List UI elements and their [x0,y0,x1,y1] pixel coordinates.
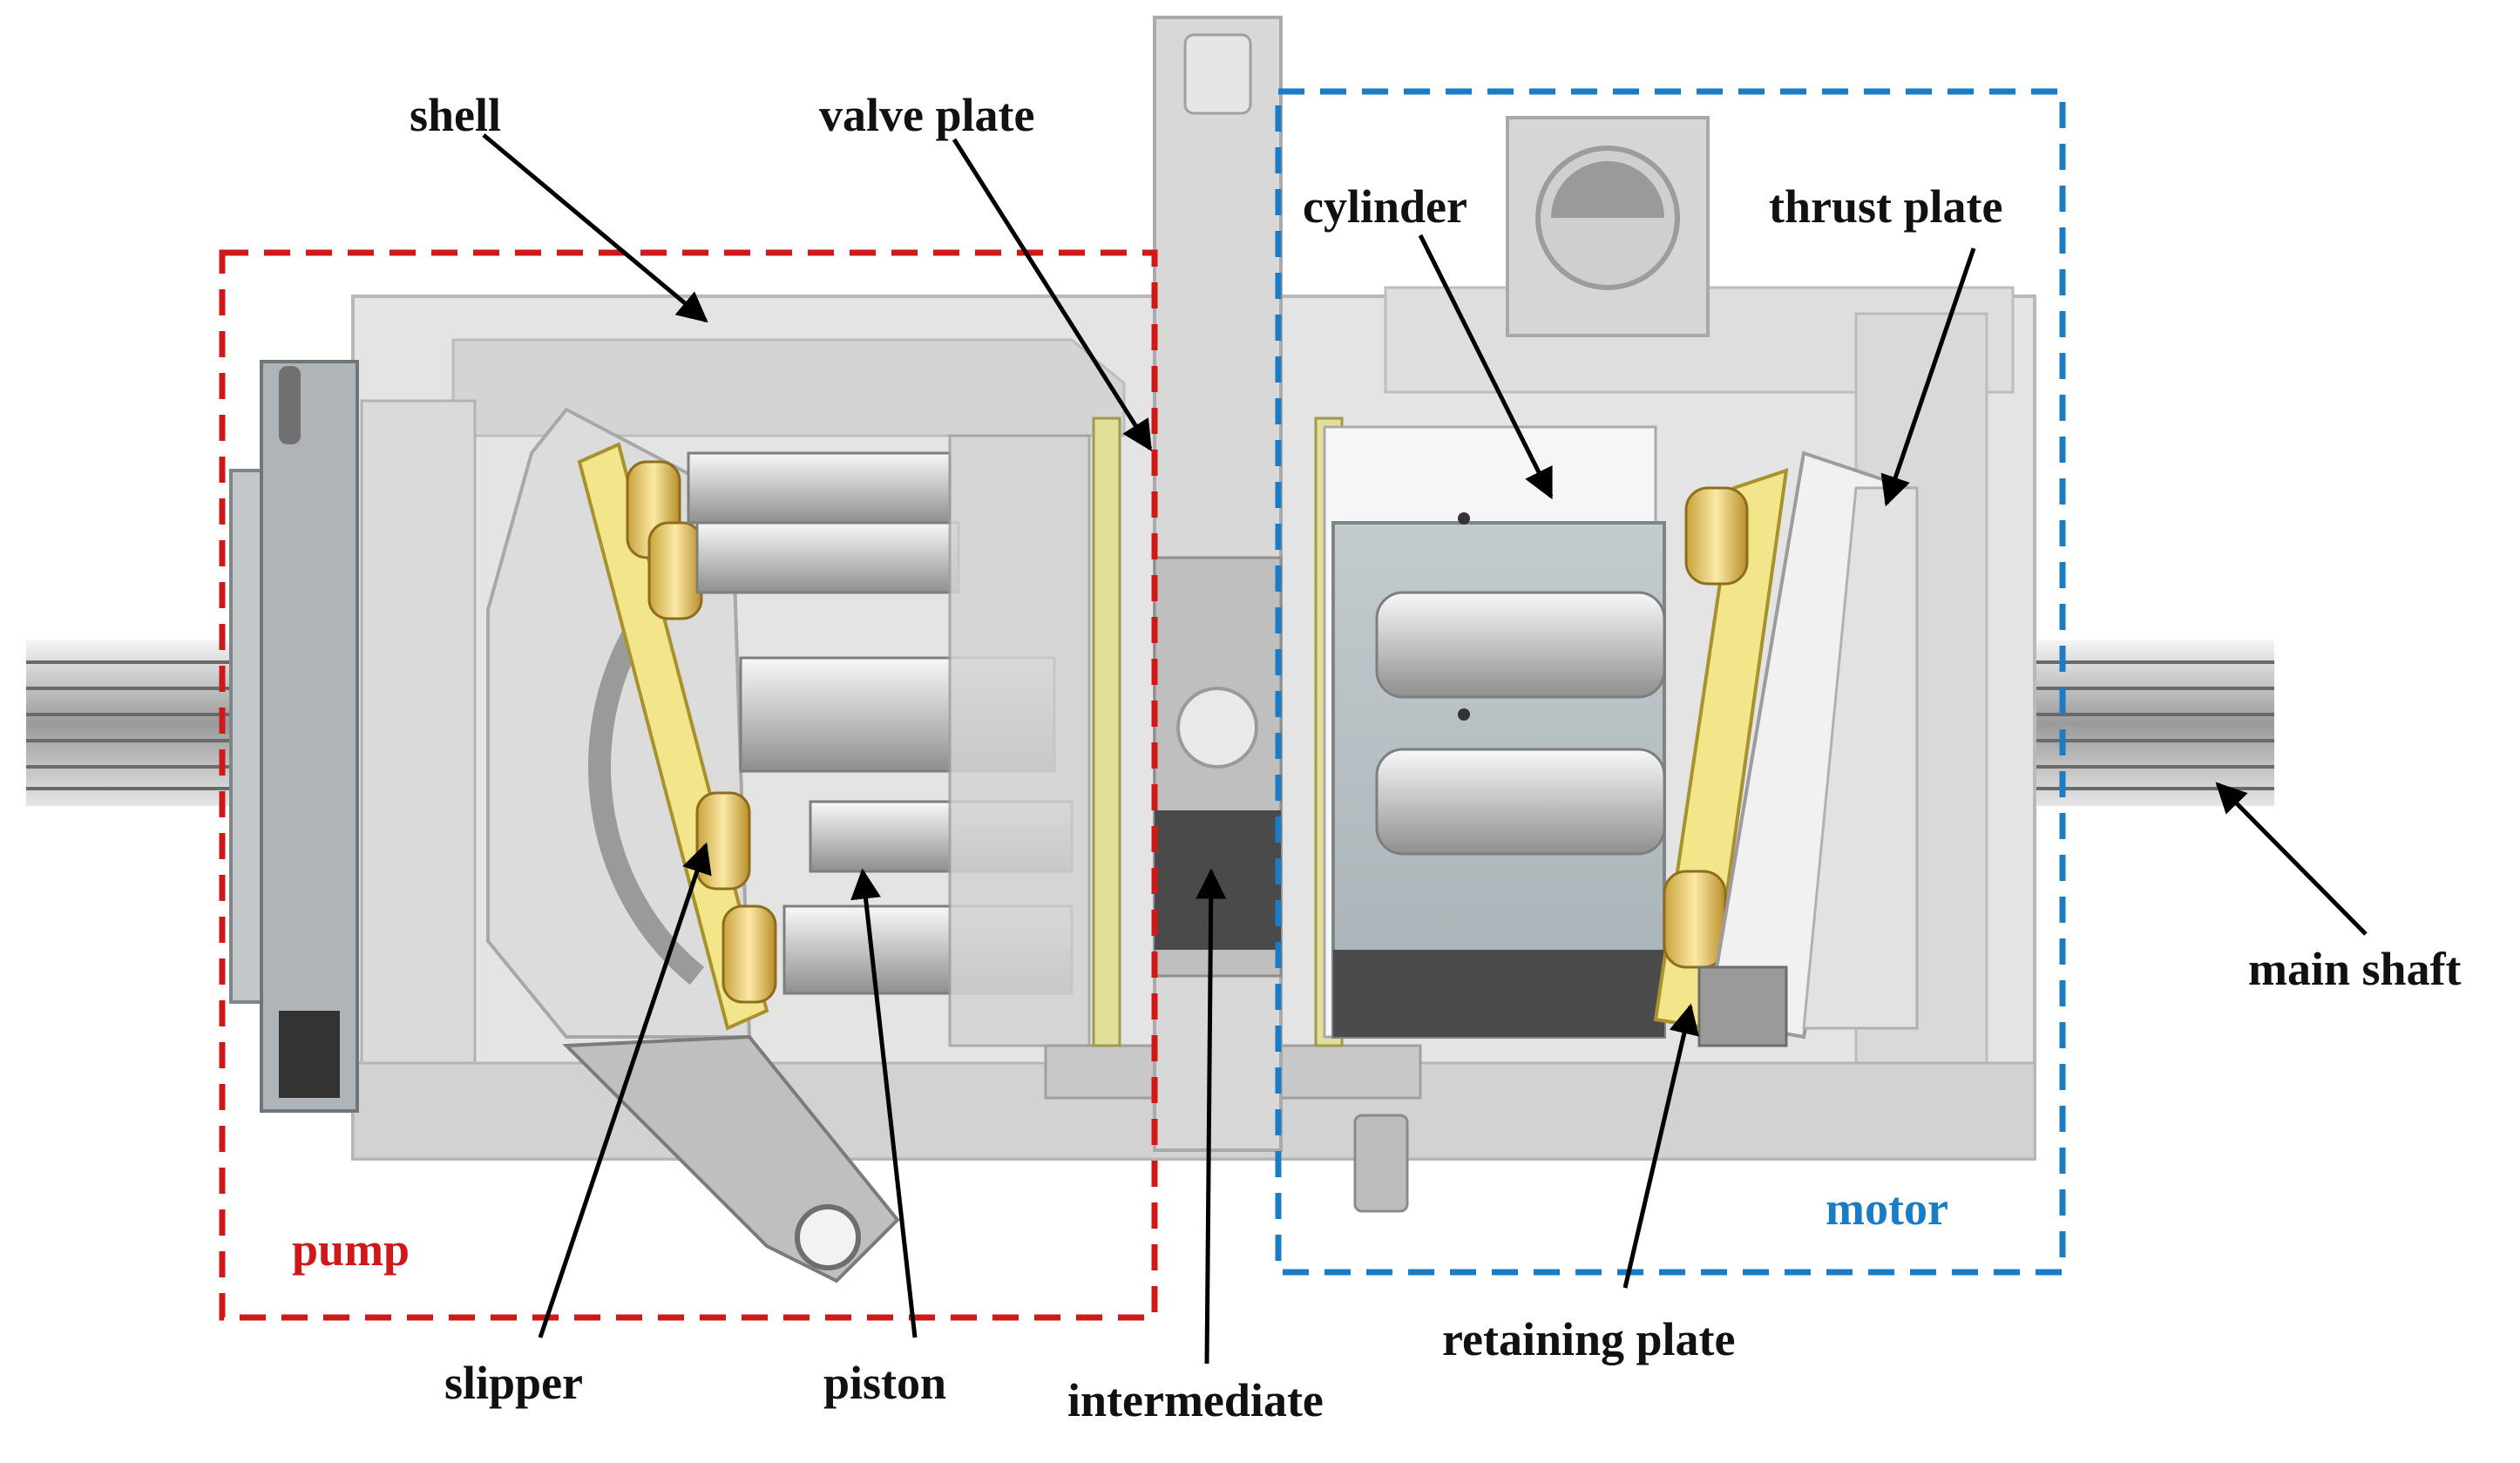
label-retaining-plate: retaining plate [1442,1313,1736,1365]
intermediate-leader [1196,868,1227,1365]
label-piston: piston [823,1357,946,1409]
thrust-plate-leader [1880,247,1976,507]
main-shaft-leader [2215,782,2368,936]
slipper-leader [538,842,712,1338]
shell-leader [482,133,708,323]
retaining-plate-leader [1622,1003,1699,1289]
label-motor: motor [1826,1182,1948,1235]
label-slipper: slipper [444,1357,583,1409]
label-intermediate: intermediate [1067,1374,1324,1426]
label-thrust-plate: thrust plate [1769,180,2003,233]
label-valve-plate: valve plate [819,89,1034,141]
piston-leader [850,868,918,1338]
valve-plate-leader [952,138,1153,451]
motor-cylinder-block-drawing [1323,425,1666,1039]
pump-piston-group-drawing [577,434,1091,1047]
part-labels: shell valve plate cylinder thrust plate … [292,89,2462,1426]
label-cylinder: cylinder [1303,180,1467,233]
pump-end-cover-drawing [229,360,359,1113]
motor-region-box [1275,88,2066,1276]
intermediate-block-drawing [1153,16,1283,1152]
cylinder-leader [1418,234,1554,500]
label-pump: pump [292,1223,410,1276]
leader-lines [482,133,2368,1365]
label-shell: shell [410,89,501,141]
pump-region-box [219,249,1158,1321]
label-main-shaft: main shaft [2248,943,2462,995]
